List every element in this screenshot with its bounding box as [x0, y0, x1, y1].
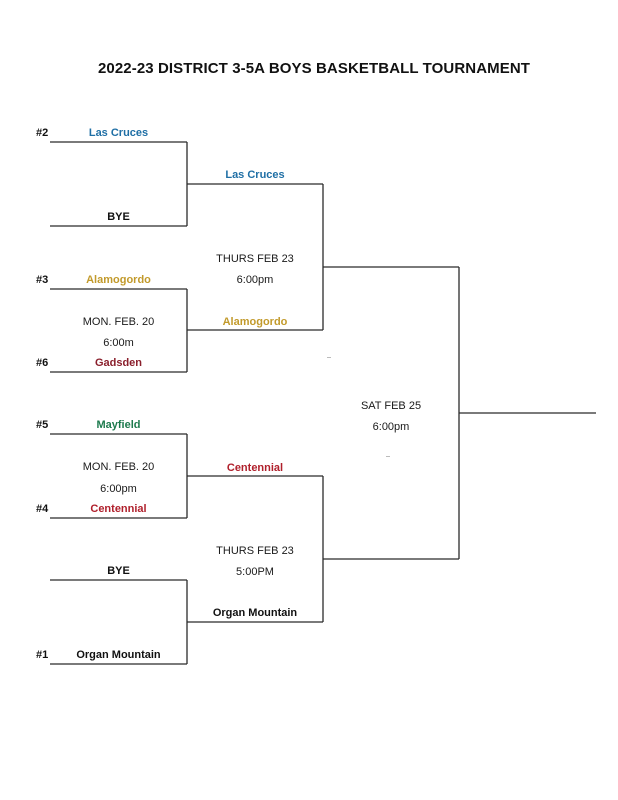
round2-team-slot: Organ Mountain [212, 607, 298, 619]
seed-label: #3 [36, 274, 49, 286]
seed-label: #6 [36, 357, 49, 369]
seed-label: #2 [36, 127, 49, 139]
round2-team-slot: Las Cruces [225, 169, 285, 181]
final-game-date: SAT FEB 25 [360, 400, 422, 412]
seed-label: #5 [36, 419, 49, 431]
game-date: MON. FEB. 20 [82, 316, 155, 328]
game-time: 6:00pm [236, 274, 274, 286]
tournament-title: 2022-23 DISTRICT 3-5A BOYS BASKETBALL TO… [97, 60, 531, 77]
game-date: THURS FEB 23 [216, 545, 294, 557]
team-slot: Alamogordo [86, 274, 151, 286]
team-slot: BYE [107, 211, 130, 223]
team-slot: Centennial [90, 503, 147, 515]
scan-artifact [327, 357, 331, 358]
seed-label: #1 [36, 649, 49, 661]
team-slot: Gadsden [94, 357, 143, 369]
scan-artifact [386, 456, 390, 457]
game-date: THURS FEB 23 [216, 253, 294, 265]
team-slot: BYE [107, 565, 130, 577]
team-slot: Mayfield [96, 419, 141, 431]
round2-team-slot: Alamogordo [222, 316, 288, 328]
game-time: 5:00PM [236, 566, 274, 578]
seed-label: #4 [36, 503, 49, 515]
final-game-time: 6:00pm [372, 421, 410, 433]
game-time: 6:00pm [100, 483, 137, 495]
game-time: 6:00m [103, 337, 134, 349]
team-slot: Las Cruces [88, 127, 149, 139]
round2-team-slot: Centennial [226, 462, 284, 474]
team-slot: Organ Mountain [76, 649, 161, 661]
game-date: MON. FEB. 20 [82, 461, 155, 473]
